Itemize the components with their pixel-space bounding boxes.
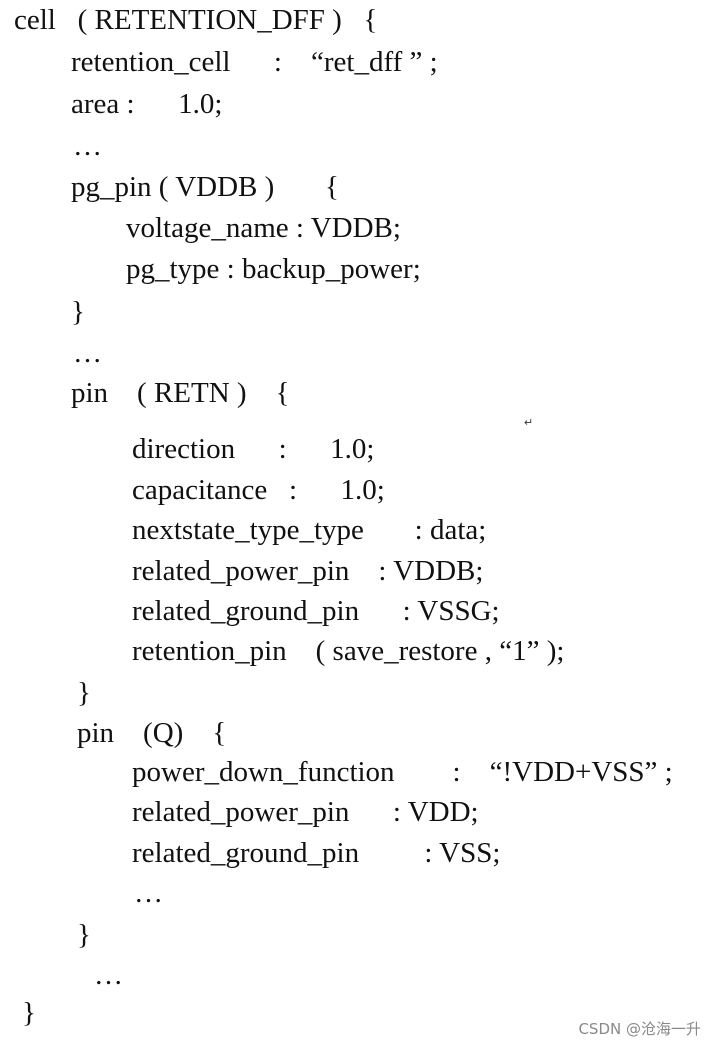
power-down-function-line: power_down_function : “!VDD+VSS” ; bbox=[132, 756, 673, 788]
retention-cell-line: retention_cell : “ret_dff ” ; bbox=[71, 46, 438, 78]
retention-pin-line: retention_pin ( save_restore , “1” ); bbox=[132, 635, 565, 667]
paragraph-mark: ↵ bbox=[524, 417, 534, 429]
pg-pin-header-line: pg_pin ( VDDB ) { bbox=[71, 171, 339, 203]
pg-pin-close-brace: } bbox=[71, 296, 85, 328]
related-power-pin-line: related_power_pin : VDD; bbox=[132, 796, 479, 828]
pin-q-close-brace: } bbox=[77, 919, 91, 951]
pg-type-line: pg_type : backup_power; bbox=[126, 253, 421, 285]
pin-retn-close-brace: } bbox=[77, 677, 91, 709]
area-line: area : 1.0; bbox=[71, 88, 223, 120]
cell-close-brace: } bbox=[22, 997, 36, 1029]
ellipsis-line: … bbox=[73, 337, 102, 369]
related-ground-pin-line: related_ground_pin : VSS; bbox=[132, 837, 501, 869]
ellipsis-line: … bbox=[134, 877, 163, 909]
ellipsis-line: … bbox=[94, 959, 123, 991]
pin-retn-header-line: pin ( RETN ) { bbox=[71, 377, 290, 409]
related-ground-pin-line: related_ground_pin : VSSG; bbox=[132, 595, 500, 627]
cell-header-line: cell ( RETENTION_DFF ) { bbox=[14, 4, 378, 36]
ellipsis-line: … bbox=[73, 130, 102, 162]
nextstate-type-line: nextstate_type_type : data; bbox=[132, 514, 487, 546]
capacitance-line: capacitance : 1.0; bbox=[132, 474, 385, 506]
related-power-pin-line: related_power_pin : VDDB; bbox=[132, 555, 484, 587]
voltage-name-line: voltage_name : VDDB; bbox=[126, 212, 401, 244]
csdn-watermark: CSDN @沧海一升 bbox=[578, 1020, 701, 1038]
direction-line: direction : 1.0; bbox=[132, 433, 375, 465]
pin-q-header-line: pin (Q) { bbox=[77, 717, 227, 749]
